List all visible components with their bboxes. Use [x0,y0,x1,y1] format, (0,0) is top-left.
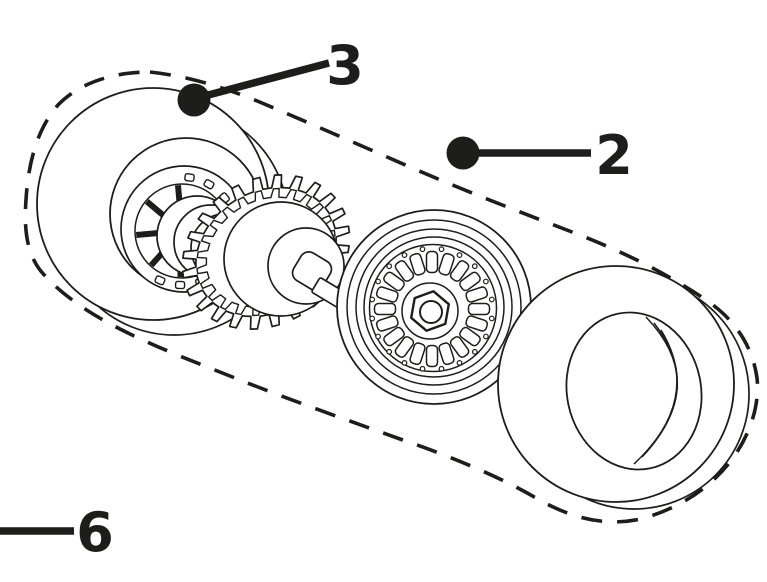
hub-stud [203,178,215,190]
callout-6-label: 6 [76,501,114,564]
rim-vent-slots [373,250,491,368]
rim-vent-slot [383,326,405,347]
rim-rivet-dot [438,246,445,253]
wheel-rim [336,209,532,405]
rim-rivet-dot [488,315,495,322]
rim-vent-slot [383,271,405,292]
rim-vent-slot [375,286,399,303]
rim-vent-slot [438,252,455,276]
rim-rivet-dot [488,296,495,303]
callout-6: 6 [0,501,114,564]
rim-rivet-dot [483,278,489,285]
callout-2-label: 2 [595,124,633,187]
rim-ring-2 [346,219,522,395]
rim-ring-3 [355,228,513,386]
rim-vent-slot [438,342,455,366]
rim-vent-slot [465,315,489,332]
rim-vent-slot [459,326,481,347]
rim-vent-slot [409,342,426,366]
callout-3-label: 3 [326,34,364,97]
rim-vent-slot [394,336,415,358]
rim-vent-slot [467,302,491,316]
hub-stud [184,172,195,183]
rim-rivet-dot [386,348,393,355]
rim-rivet-dot [375,333,382,340]
rim-rivet-dots [369,246,495,372]
tire-front-right-rim-hole [565,311,703,471]
rim-vent-slot [373,302,397,316]
rim-slot-band-edge [368,243,498,373]
rim-rivet-dot [369,296,376,303]
dashed-boundary-outline [23,70,760,524]
callout-3-leader-line [196,59,330,102]
rim-rivet-dot [375,278,382,285]
rim-vent-slot [465,286,489,303]
tire-hole-depth-line-3 [648,329,678,450]
rim-rivet-dot [419,246,426,253]
rim-rivet-dot [456,252,463,259]
callout-2-dot [446,136,480,170]
rim-rivet-dot [401,360,408,366]
callout-3-dot [177,83,211,117]
axle-hex-nut [410,290,450,332]
rim-vent-slot [375,315,399,332]
rim-rivet-dot [438,365,445,372]
rim-vent-slot [394,260,415,282]
axle-hole [419,300,443,324]
rim-vent-slot [425,250,439,274]
rim-hub-recess [401,282,459,340]
rim-rivet-dot [419,365,426,372]
rim-rivet-dot [456,360,463,366]
rim-rivet-dot [386,263,393,270]
callout-3: 3 [177,34,364,117]
rim-vent-slot [425,344,439,368]
rim-vent-slot [409,252,426,276]
tire-front-right [497,265,750,510]
rim-rivet-dot [369,315,376,322]
rim-rivet-dot [471,263,478,270]
callout-2: 2 [446,124,633,187]
rim-vent-slot [459,271,481,292]
rim-rivet-dot [401,252,408,259]
rim-vent-slot [449,260,470,282]
rim-vent-slot [449,336,470,358]
rim-rivet-dot [471,348,478,355]
hub-stud [174,280,186,290]
rim-ring-4 [363,236,505,378]
rim-rivet-dot [483,333,489,340]
hub-stud [154,275,166,286]
